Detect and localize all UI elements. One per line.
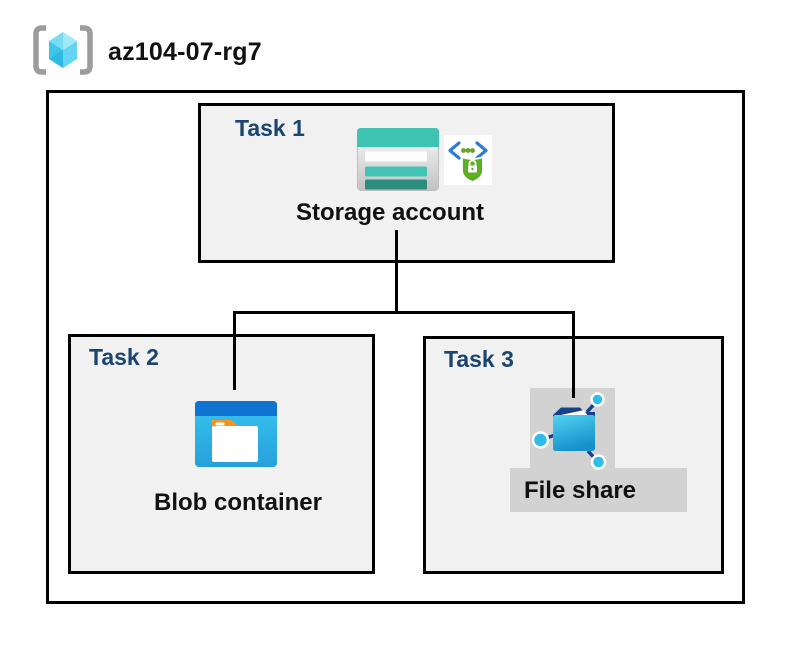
task-2-label: Task 2 xyxy=(89,344,159,370)
connector-storage-stem xyxy=(395,230,398,314)
resource-group-name: az104-07-rg7 xyxy=(108,38,262,66)
connector-horizontal xyxy=(233,311,575,314)
task-3-label: Task 3 xyxy=(444,346,514,372)
resource-group-icon xyxy=(33,25,93,75)
blob-container-label: Blob container xyxy=(153,489,322,516)
secure-endpoint-icon xyxy=(444,135,492,185)
connector-to-fileshare xyxy=(572,311,575,398)
storage-account-label: Storage account xyxy=(295,199,485,226)
file-share-icon xyxy=(531,392,607,470)
storage-account-icon xyxy=(357,128,439,191)
task-1-label: Task 1 xyxy=(235,115,305,141)
file-share-label-highlight xyxy=(510,468,687,512)
blob-container-icon xyxy=(195,401,277,467)
file-share-label: File share xyxy=(523,477,637,504)
connector-to-blob xyxy=(233,311,236,390)
